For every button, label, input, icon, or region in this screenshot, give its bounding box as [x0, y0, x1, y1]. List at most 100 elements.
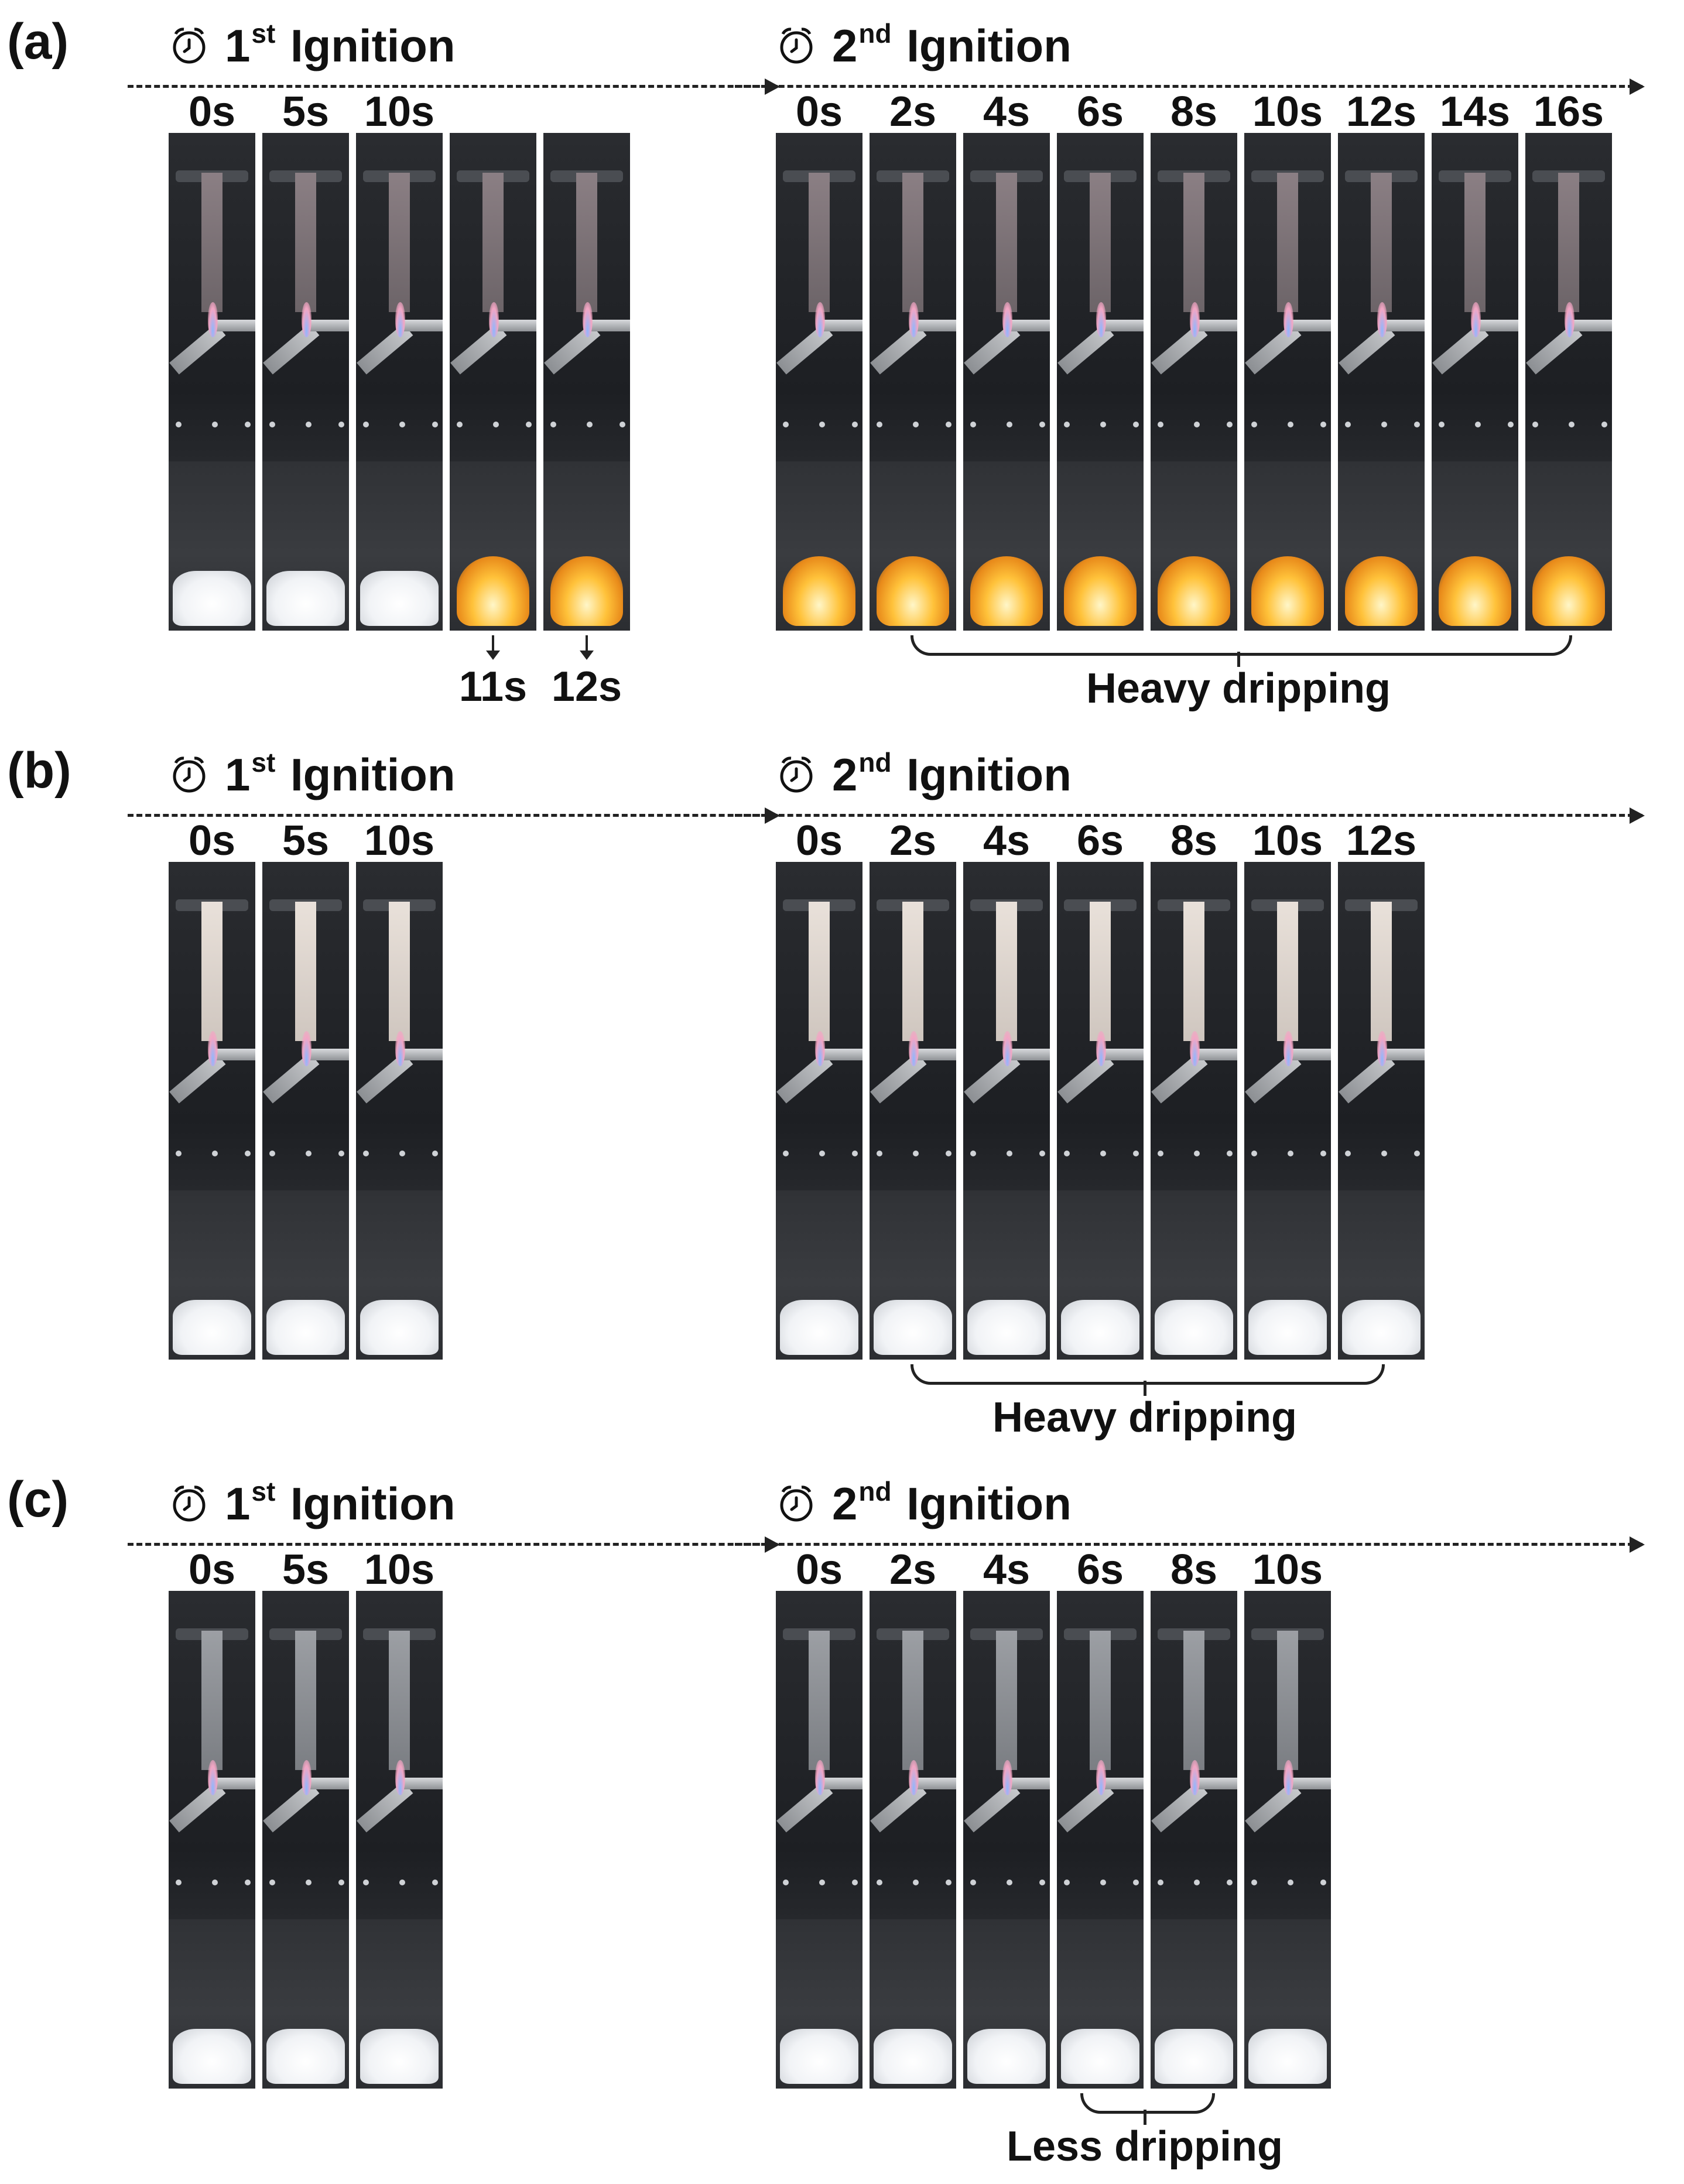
burning-cotton: [1532, 556, 1606, 626]
panel-holes: [1057, 1151, 1144, 1156]
specimen-strip: [809, 1631, 830, 1770]
burning-cotton: [1344, 556, 1418, 626]
time-label: 4s: [983, 1546, 1031, 1593]
hole: [1227, 422, 1233, 427]
time-label: 11s: [458, 663, 528, 710]
first-ignition-word: Ignition: [278, 20, 456, 71]
panel-holes: [356, 422, 443, 427]
burner-tube: [917, 319, 956, 332]
specimen-strip: [1090, 173, 1111, 312]
burner-tube: [497, 319, 536, 332]
ignition-flame: [301, 1760, 312, 1795]
hole: [946, 422, 952, 427]
second-ignition-title: 2nd Ignition: [832, 18, 1072, 73]
hole: [970, 422, 976, 427]
hole: [1194, 1151, 1200, 1156]
panel-holes: [543, 422, 630, 427]
burner-tube: [1011, 319, 1050, 332]
cotton: [360, 1300, 439, 1355]
panel-holes: [1244, 1880, 1331, 1885]
time-label: 8s: [1170, 88, 1218, 135]
first-ignition-frame: [356, 1591, 443, 2089]
ignition-flame: [207, 1760, 218, 1795]
second-ignition-frame: [1244, 862, 1331, 1360]
dripping-note: Heavy dripping: [1086, 665, 1391, 712]
hole: [1288, 1151, 1293, 1156]
hole: [175, 1151, 182, 1156]
second-ignition-word: Ignition: [894, 749, 1072, 800]
hole: [1227, 1880, 1233, 1885]
panel-holes: [776, 1880, 862, 1885]
time-label: 6s: [1076, 1546, 1124, 1593]
hole: [432, 1151, 439, 1156]
hole: [306, 422, 312, 427]
cotton: [360, 571, 439, 626]
second-ignition-frame: [870, 133, 956, 631]
second-ignition-ordinal: 2: [832, 1478, 858, 1529]
ignition-flame: [1096, 1760, 1107, 1795]
second-ignition-timeline-arrow-icon: [1630, 807, 1645, 824]
specimen-strip: [902, 902, 923, 1041]
ignition-flame: [488, 302, 499, 337]
cotton: [360, 2029, 439, 2084]
second-ignition-ordinal-suffix: nd: [858, 1476, 892, 1507]
hole: [819, 1151, 825, 1156]
ignition-flame: [207, 1031, 218, 1066]
first-ignition-frame: [169, 1591, 255, 2089]
ignition-flame: [1189, 302, 1200, 337]
second-ignition-frame: [870, 862, 956, 1360]
first-ignition-timeline: [128, 85, 778, 88]
alarm-clock-icon: [169, 1483, 210, 1524]
specimen-strip: [1371, 902, 1392, 1041]
hole: [876, 422, 882, 427]
first-ignition-ordinal-suffix: st: [251, 1476, 276, 1507]
hole: [1569, 422, 1575, 427]
cotton: [173, 1300, 251, 1355]
ignition-flame: [1002, 1760, 1013, 1795]
hole: [1157, 1880, 1163, 1885]
specimen-strip: [1558, 173, 1579, 312]
ignition-flame: [1002, 302, 1013, 337]
second-ignition-timeline: [735, 85, 1642, 88]
hole: [1063, 1151, 1070, 1156]
burner-tube: [1104, 1048, 1144, 1061]
hole: [819, 422, 825, 427]
hole: [852, 1880, 858, 1885]
second-ignition-header: 2nd Ignition: [776, 1471, 1072, 1535]
panel-label: (c): [7, 1471, 69, 1528]
hole: [1344, 422, 1351, 427]
cotton: [266, 1300, 345, 1355]
first-ignition-frame: [262, 862, 349, 1360]
panel-holes: [963, 1151, 1050, 1156]
specimen-strip: [482, 173, 504, 312]
hole: [1475, 422, 1481, 427]
burner-tube: [216, 319, 255, 332]
panel-holes: [870, 1880, 956, 1885]
hole: [782, 1880, 789, 1885]
hole: [1320, 1151, 1327, 1156]
specimen-strip: [1277, 1631, 1298, 1770]
burner-tube: [823, 1777, 862, 1790]
ignition-flame: [814, 1760, 826, 1795]
specimen-strip: [1183, 1631, 1204, 1770]
hole: [946, 1880, 952, 1885]
down-arrow-icon: [580, 635, 594, 660]
burning-cotton: [1251, 556, 1324, 626]
time-label: 10s: [1252, 1546, 1323, 1593]
second-ignition-ordinal: 2: [832, 749, 858, 800]
hole: [245, 1151, 251, 1156]
hole: [1194, 422, 1200, 427]
second-ignition-frame: [963, 862, 1050, 1360]
hole: [1288, 1880, 1293, 1885]
second-ignition-timeline-arrow-icon: [1630, 78, 1645, 95]
hole: [175, 1880, 182, 1885]
second-ignition-timeline: [735, 814, 1642, 817]
hole: [946, 1151, 952, 1156]
hole: [1133, 1880, 1139, 1885]
hole: [1251, 1880, 1257, 1885]
first-ignition-title: 1st Ignition: [225, 747, 456, 802]
time-label: 14s: [1439, 88, 1511, 135]
time-label: 5s: [282, 817, 330, 864]
hole: [876, 1880, 882, 1885]
second-ignition-header: 2nd Ignition: [776, 13, 1072, 77]
